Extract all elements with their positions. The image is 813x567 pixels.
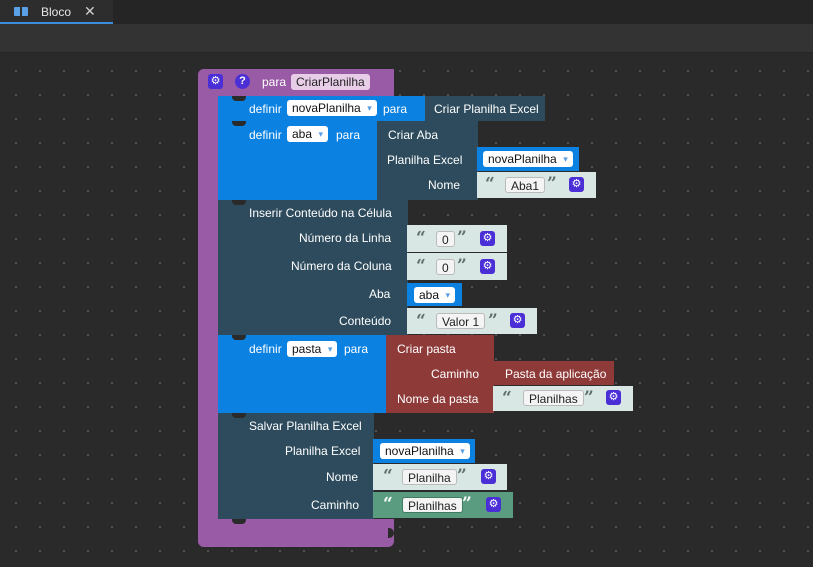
row-param-label: Número da Linha xyxy=(299,231,392,245)
create-sheet-block[interactable]: Criar Aba Planilha Excel Nome xyxy=(377,121,478,200)
path-param-label: Caminho xyxy=(431,367,480,381)
variable-block[interactable]: novaPlanilha xyxy=(373,439,475,463)
folder-name-param-label: Nome da pasta xyxy=(397,392,479,406)
help-icon[interactable]: ? xyxy=(235,74,250,89)
open-quote: “ xyxy=(416,228,426,248)
close-quote: ” xyxy=(584,388,594,408)
close-icon[interactable]: ✕ xyxy=(84,3,96,19)
name-param-label: Nome xyxy=(326,470,359,484)
close-quote: ” xyxy=(547,174,557,194)
variable-dropdown[interactable]: novaPlanilha xyxy=(287,100,377,116)
variable-dropdown[interactable]: pasta xyxy=(287,341,338,357)
excel-param-label: Planilha Excel xyxy=(387,153,463,167)
app-folder-block[interactable]: Pasta da aplicação xyxy=(493,361,614,385)
variable-dropdown[interactable]: novaPlanilha xyxy=(380,443,470,459)
statement-notch xyxy=(232,96,246,101)
close-quote: ” xyxy=(457,466,467,486)
gear-icon[interactable]: ⚙ xyxy=(486,497,501,512)
close-quote: ” xyxy=(457,228,467,248)
open-quote: “ xyxy=(502,388,512,408)
procedure-name-field[interactable]: CriarPlanilha xyxy=(291,74,370,90)
insert-block-body[interactable] xyxy=(218,200,408,335)
name-param-label: Nome xyxy=(428,178,461,192)
open-quote: “ xyxy=(383,494,393,514)
close-quote: ” xyxy=(462,494,472,514)
create-folder-label: Criar pasta xyxy=(397,342,456,356)
text-block[interactable]: “ 0 ” ⚙ xyxy=(407,253,507,280)
create-sheet-label: Criar Aba xyxy=(388,128,439,142)
variable-dropdown[interactable]: novaPlanilha xyxy=(483,151,573,167)
variable-dropdown[interactable]: aba xyxy=(287,126,329,142)
procedure-footer xyxy=(198,519,394,547)
insert-title: Inserir Conteúdo na Célula xyxy=(249,206,392,220)
text-value[interactable]: 0 xyxy=(436,259,455,275)
tab-bar: Bloco ✕ xyxy=(0,0,813,24)
text-value[interactable]: Aba1 xyxy=(505,177,546,193)
save-block-body[interactable] xyxy=(218,413,374,519)
definir-label: definir xyxy=(249,102,282,116)
close-quote: ” xyxy=(488,311,498,331)
gear-icon[interactable]: ⚙ xyxy=(480,231,495,246)
col-param-label: Número da Coluna xyxy=(291,259,392,273)
text-value[interactable]: Valor 1 xyxy=(436,313,486,329)
toolbar xyxy=(0,24,813,53)
app-folder-label: Pasta da aplicação xyxy=(505,367,607,381)
statement-notch xyxy=(232,121,246,126)
path-param-label: Caminho xyxy=(311,498,360,512)
create-excel-label: Criar Planilha Excel xyxy=(434,102,539,116)
tab-bloco[interactable]: Bloco ✕ xyxy=(0,0,113,24)
gear-icon[interactable]: ⚙ xyxy=(569,177,584,192)
text-block[interactable]: “ Valor 1 ” ⚙ xyxy=(407,308,537,334)
text-value[interactable]: Planilhas xyxy=(402,497,463,513)
gear-icon[interactable]: ⚙ xyxy=(480,259,495,274)
variable-block[interactable]: aba xyxy=(407,283,462,306)
gear-icon[interactable]: ⚙ xyxy=(606,390,621,405)
variable-block[interactable]: novaPlanilha xyxy=(477,147,579,171)
text-block[interactable]: “ Aba1 ” ⚙ xyxy=(477,172,596,198)
para-label: para xyxy=(344,342,369,356)
excel-param-label: Planilha Excel xyxy=(285,444,361,458)
statement-notch xyxy=(232,335,246,340)
content-param-label: Conteúdo xyxy=(339,314,392,328)
procedure-keyword: para xyxy=(262,75,287,89)
definir-label: definir xyxy=(249,128,282,142)
statement-notch xyxy=(232,519,246,524)
definir-label: definir xyxy=(249,342,282,356)
procedure-arm xyxy=(198,69,218,547)
statement-notch xyxy=(232,200,246,205)
para-label: para xyxy=(336,128,361,142)
sheet-param-label: Aba xyxy=(369,287,391,301)
text-block-path[interactable]: “ Planilhas ” ⚙ xyxy=(373,492,513,518)
file-tab-icon xyxy=(14,7,28,16)
bottom-notch xyxy=(388,528,394,538)
open-quote: “ xyxy=(383,466,393,486)
open-quote: “ xyxy=(416,311,426,331)
open-quote: “ xyxy=(416,256,426,276)
tab-label: Bloco xyxy=(41,5,72,19)
gear-icon[interactable]: ⚙ xyxy=(510,313,525,328)
para-label: para xyxy=(383,102,408,116)
text-block[interactable]: “ Planilha ” ⚙ xyxy=(373,464,507,490)
statement-notch xyxy=(232,413,246,418)
variable-dropdown[interactable]: aba xyxy=(414,287,456,303)
create-folder-block[interactable]: Criar pasta Caminho Nome da pasta xyxy=(386,335,494,413)
text-value[interactable]: 0 xyxy=(436,231,455,247)
text-value[interactable]: Planilha xyxy=(402,469,457,485)
gear-icon[interactable]: ⚙ xyxy=(208,74,223,89)
text-block[interactable]: “ Planilhas ” ⚙ xyxy=(493,386,633,411)
text-value[interactable]: Planilhas xyxy=(523,390,584,406)
open-quote: “ xyxy=(485,174,495,194)
save-title: Salvar Planilha Excel xyxy=(249,419,362,433)
gear-icon[interactable]: ⚙ xyxy=(481,469,496,484)
text-block[interactable]: “ 0 ” ⚙ xyxy=(407,225,507,252)
close-quote: ” xyxy=(457,256,467,276)
create-excel-block[interactable]: Criar Planilha Excel xyxy=(425,96,545,121)
